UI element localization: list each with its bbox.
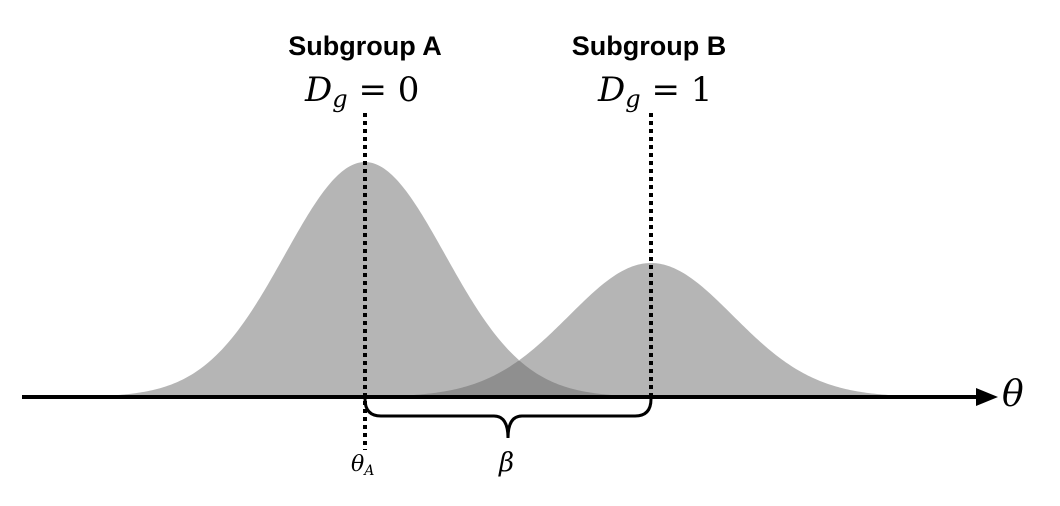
difference-brace xyxy=(363,398,653,439)
axis-arrow-icon xyxy=(976,388,998,406)
brace-label-beta: β xyxy=(499,448,515,478)
subgroup-a-eq-rest: = 0 xyxy=(347,70,420,110)
mean-a-label: θA xyxy=(351,452,374,479)
subgroup-b-eq-var: D xyxy=(598,70,626,110)
mean-a-symbol: θ xyxy=(351,452,365,477)
mean-a-subscript: A xyxy=(364,463,375,479)
subgroup-a-title: Subgroup A xyxy=(288,31,442,61)
subgroup-a-equation: Dg = 0 xyxy=(305,70,419,113)
distribution-overlap xyxy=(30,361,985,397)
subgroup-a-eq-sub: g xyxy=(332,85,348,113)
subgroup-a-eq-var: D xyxy=(305,70,333,110)
subgroup-a-distribution xyxy=(30,162,985,397)
subgroup-b-equation: Dg = 1 xyxy=(598,70,712,113)
subgroup-b-eq-sub: g xyxy=(625,85,641,113)
subgroup-b-eq-rest: = 1 xyxy=(640,70,713,110)
subgroup-b-distribution xyxy=(30,263,985,397)
axis-label-theta: θ xyxy=(1002,374,1024,415)
subgroup-b-title: Subgroup B xyxy=(571,31,727,61)
